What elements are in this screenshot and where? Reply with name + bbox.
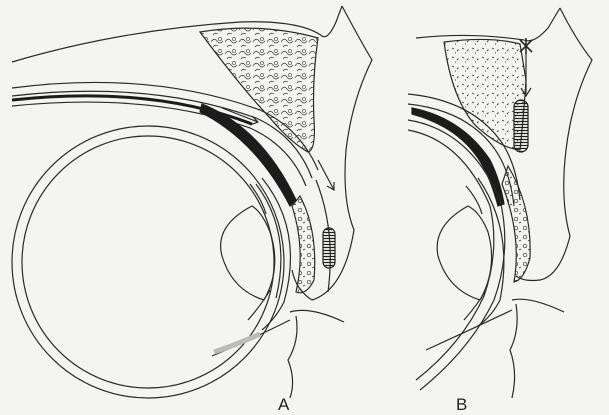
- panel-a-globe-inner: [22, 136, 274, 388]
- panel-a-lower-lid-grey: [214, 334, 260, 352]
- panel-b-lower-eyelid: [510, 299, 564, 398]
- panel-a-orbital-fat: [200, 28, 318, 152]
- panel-b-lens: [437, 206, 491, 300]
- panel-b-brow-contour: [416, 8, 560, 41]
- panel-b-lower-lid-inner: [426, 310, 512, 350]
- panel-b-tarsal-tissue: [502, 166, 530, 282]
- panel-b-label: B: [456, 396, 467, 413]
- panel-b-hatched-implant: [514, 100, 528, 152]
- panel-a-lower-eyelid: [288, 310, 344, 398]
- panel-a-label: A: [278, 396, 289, 413]
- panel-a: [12, 6, 372, 398]
- panel-b-globe-inner: [408, 130, 494, 380]
- panel-a-globe-outer: [12, 126, 284, 398]
- panel-a-levator-lower: [12, 102, 306, 186]
- panel-a-hatched-implant: [323, 228, 335, 268]
- panel-a-iris-upper: [250, 184, 266, 214]
- panel-b: [408, 8, 592, 398]
- panel-a-arrow-2: [318, 160, 334, 190]
- panel-a-tarsal-tissue: [292, 196, 315, 293]
